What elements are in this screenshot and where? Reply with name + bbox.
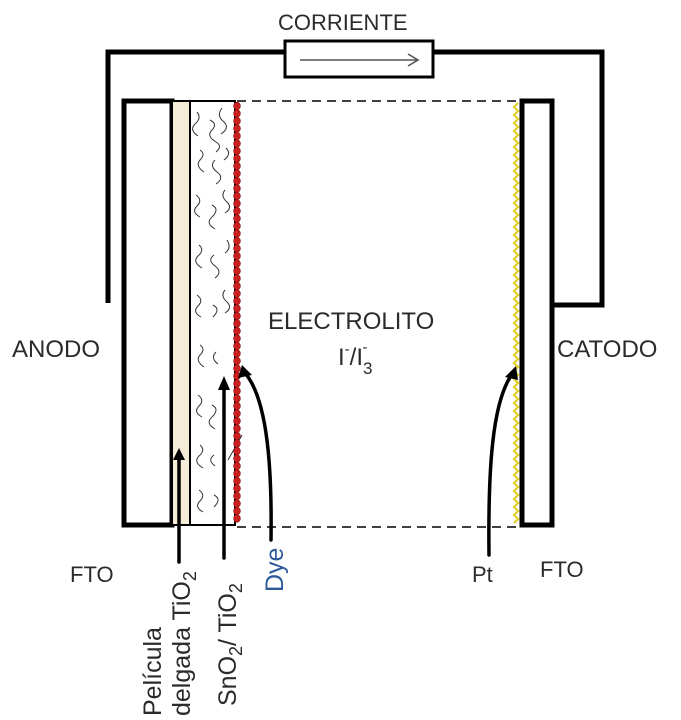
dye-bead bbox=[233, 139, 241, 148]
dye-bead bbox=[233, 341, 241, 351]
cathode-label: CATODO bbox=[557, 336, 657, 363]
dye-arrow bbox=[243, 371, 273, 542]
dye-bead bbox=[233, 176, 241, 186]
sno2-tio2-label: SnO2/ TiO2 bbox=[214, 583, 246, 706]
thin-film-label-line2: delgada TiO2 bbox=[168, 571, 200, 716]
dye-bead bbox=[233, 506, 241, 516]
dye-bead bbox=[233, 214, 241, 223]
sno2-tio2-layer bbox=[189, 100, 236, 526]
dye-bead bbox=[233, 469, 241, 478]
dye-bead bbox=[233, 454, 241, 463]
cathode-fto-label: FTO bbox=[540, 557, 584, 582]
thin-film-label-line1: Película bbox=[139, 627, 167, 716]
dye-bead bbox=[233, 161, 241, 171]
dye-bead bbox=[233, 476, 241, 486]
dye-bead bbox=[233, 431, 241, 441]
dye-bead bbox=[233, 251, 241, 261]
dye-bead bbox=[233, 326, 241, 336]
dye-bead bbox=[233, 101, 241, 111]
dye-bead bbox=[233, 409, 241, 418]
dye-bead bbox=[233, 416, 241, 426]
dye-bead bbox=[233, 424, 241, 433]
dye-bead bbox=[233, 364, 241, 373]
dye-layer bbox=[233, 101, 241, 523]
dye-label: Dye bbox=[261, 548, 289, 592]
dye-bead bbox=[233, 109, 241, 118]
dye-bead bbox=[233, 394, 241, 403]
cathode-fto-glass bbox=[519, 98, 555, 528]
dye-bead bbox=[233, 206, 241, 216]
current-box bbox=[283, 39, 435, 79]
dye-bead bbox=[233, 461, 241, 471]
dye-bead bbox=[233, 169, 241, 178]
dye-bead bbox=[233, 514, 241, 523]
dye-bead bbox=[233, 491, 241, 501]
current-arrow-icon bbox=[300, 53, 420, 67]
dye-bead bbox=[233, 289, 241, 298]
sno2-arrowhead-icon bbox=[218, 376, 230, 390]
dye-bead bbox=[233, 499, 241, 508]
dye-bead bbox=[233, 379, 241, 388]
dye-bead bbox=[233, 304, 241, 313]
dye-bead bbox=[233, 191, 241, 201]
dye-bead bbox=[233, 281, 241, 291]
anode-label: ANODO bbox=[12, 336, 100, 363]
tio2-thin-film bbox=[171, 100, 191, 526]
dye-bead bbox=[233, 199, 241, 208]
pointer-arrows bbox=[177, 371, 515, 564]
arrowheads bbox=[173, 365, 518, 460]
anode-fto-label: FTO bbox=[70, 562, 114, 587]
dye-bead bbox=[233, 401, 241, 411]
dye-bead bbox=[233, 319, 241, 328]
dye-bead bbox=[233, 296, 241, 306]
dye-bead bbox=[233, 439, 241, 448]
dye-bead bbox=[233, 386, 241, 396]
dye-bead bbox=[233, 236, 241, 246]
dye-bead bbox=[233, 311, 241, 321]
dye-bead bbox=[233, 124, 241, 133]
dye-arrowhead-icon bbox=[238, 365, 252, 378]
pt-arrow bbox=[487, 371, 515, 557]
dye-bead bbox=[233, 446, 241, 456]
dye-bead bbox=[233, 146, 241, 156]
dye-bead bbox=[233, 131, 241, 141]
platinum-label: Pt bbox=[472, 562, 493, 587]
dye-bead bbox=[233, 484, 241, 493]
dye-bead bbox=[233, 154, 241, 163]
redox-couple-label: I-/I3- bbox=[338, 339, 372, 378]
dye-bead bbox=[233, 266, 241, 276]
pt-arrowhead-icon bbox=[505, 366, 518, 380]
dye-bead bbox=[233, 229, 241, 238]
dye-bead bbox=[233, 221, 241, 231]
dye-bead bbox=[233, 334, 241, 343]
dye-bead bbox=[233, 274, 241, 283]
anode-fto-glass bbox=[121, 98, 175, 528]
dye-bead bbox=[233, 356, 241, 366]
current-label: CORRIENTE bbox=[278, 10, 408, 35]
circuit-wire bbox=[105, 49, 605, 308]
electrolyte-label: ELECTROLITO bbox=[268, 308, 434, 335]
dye-bead bbox=[233, 349, 241, 358]
platinum-layer bbox=[512, 102, 520, 524]
thin-film-arrowhead-icon bbox=[173, 448, 185, 460]
dye-bead bbox=[233, 116, 241, 126]
dye-bead bbox=[233, 244, 241, 253]
dye-bead bbox=[233, 184, 241, 193]
dye-bead bbox=[233, 259, 241, 268]
